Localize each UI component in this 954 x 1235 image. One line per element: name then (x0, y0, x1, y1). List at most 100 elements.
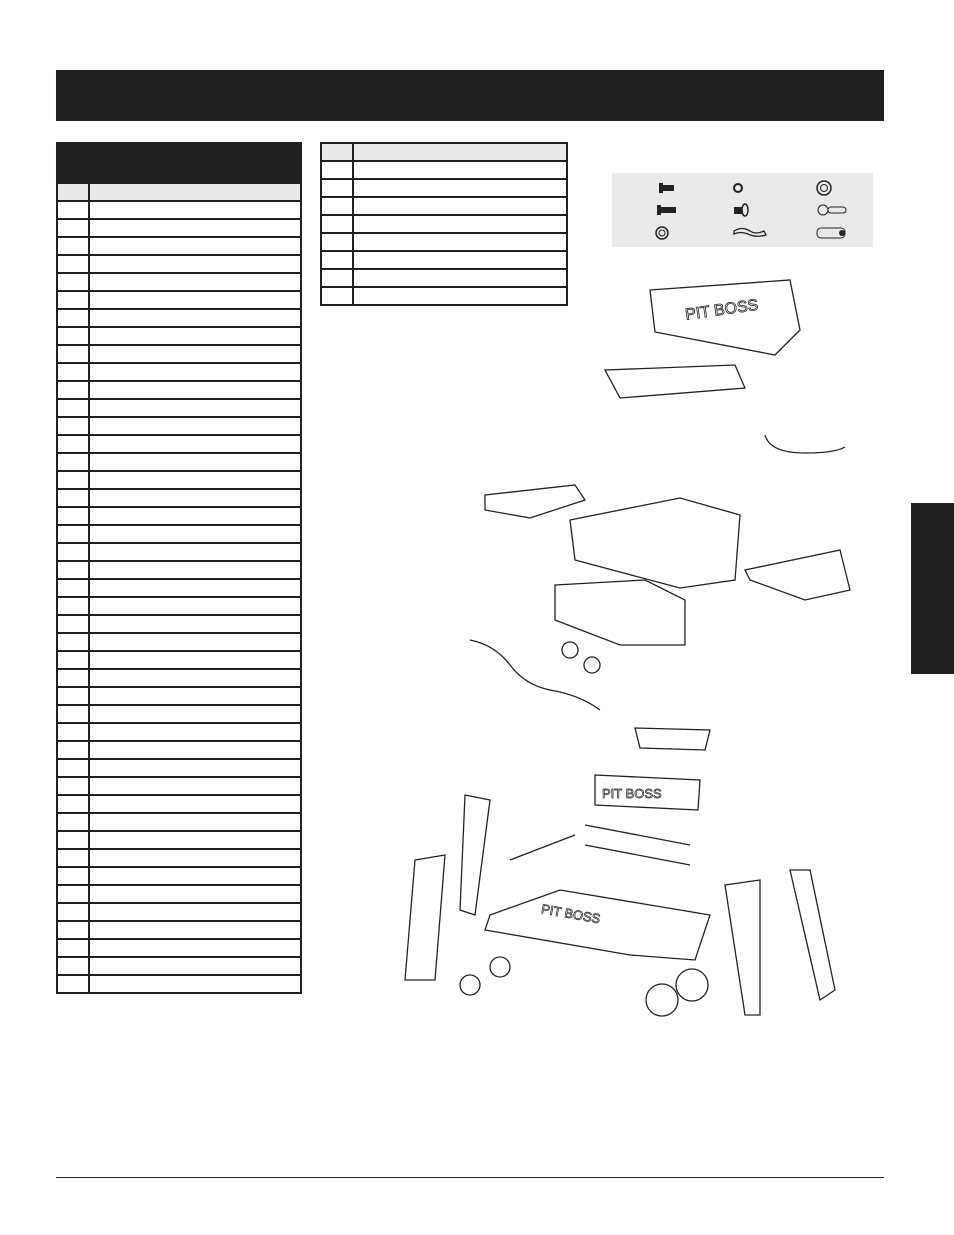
part-number-cell (56, 668, 90, 688)
table-row (56, 974, 302, 994)
table-row (56, 416, 302, 436)
part-number-cell (56, 920, 90, 940)
table-row (56, 308, 302, 328)
bolt-icon (734, 203, 749, 217)
page-banner (56, 70, 884, 121)
part-description-cell (88, 668, 302, 688)
part-number-cell (56, 272, 90, 292)
washer-small-icon (655, 226, 669, 240)
part-description-cell (88, 974, 302, 994)
part-number-cell (56, 758, 90, 778)
part-description-cell (88, 848, 302, 868)
part-description-cell (88, 704, 302, 724)
table-row (56, 488, 302, 508)
table-row (56, 218, 302, 238)
clip-icon (733, 227, 767, 237)
table-row (56, 578, 302, 598)
part-description-cell (88, 542, 302, 562)
part-description-cell (88, 434, 302, 454)
screw-short-icon (659, 183, 674, 193)
part-number-cell (56, 686, 90, 706)
part-description-cell (88, 362, 302, 382)
table-row (56, 200, 302, 220)
svg-text:PIT BOSS: PIT BOSS (602, 786, 662, 801)
part-description-cell (88, 236, 302, 256)
part-description-cell (88, 290, 302, 310)
part-description-cell (352, 160, 568, 180)
table-row (56, 542, 302, 562)
wheels (645, 968, 709, 1017)
table-row (56, 812, 302, 832)
part-number-cell (56, 236, 90, 256)
part-number-cell (56, 434, 90, 454)
burner-knobs (561, 641, 601, 674)
hardware-panel (612, 173, 873, 247)
part-number-cell (56, 812, 90, 832)
table-row (56, 830, 302, 850)
part-number-cell (56, 650, 90, 670)
part-number-cell (320, 196, 354, 216)
part-description-cell (88, 920, 302, 940)
table-row (320, 268, 568, 288)
part-description-cell (88, 272, 302, 292)
part-number-cell (56, 200, 90, 220)
part-number-cell (56, 740, 90, 760)
table-row (56, 272, 302, 292)
part-description-cell (88, 884, 302, 904)
part-description-cell (88, 308, 302, 328)
table-row (56, 632, 302, 652)
part-number-cell (56, 524, 90, 544)
control-panel (554, 579, 686, 646)
pin-icon (817, 204, 847, 216)
table-row (56, 704, 302, 724)
washer-large-icon (816, 180, 832, 196)
table-row (56, 866, 302, 886)
table-row (56, 506, 302, 526)
part-description-cell (88, 506, 302, 526)
part-number-cell (56, 470, 90, 490)
part-number-cell (56, 452, 90, 472)
part-number-cell (56, 866, 90, 886)
part-number-cell (56, 506, 90, 526)
part-description-cell (352, 286, 568, 306)
part-number-cell (56, 704, 90, 724)
parts-list-table (56, 142, 302, 994)
part-number-cell (320, 268, 354, 288)
crossbars (509, 824, 691, 866)
part-number-cell (56, 848, 90, 868)
part-description-cell (88, 956, 302, 976)
table-row (320, 196, 568, 216)
part-number-cell (56, 614, 90, 634)
part-description-cell (88, 740, 302, 760)
exploded-parts-diagram: PIT BOSS PIT BOSS PIT BOSS (404, 279, 851, 1017)
part-number-cell (56, 218, 90, 238)
svg-text:PIT BOSS: PIT BOSS (540, 901, 602, 926)
svg-text:PIT BOSS: PIT BOSS (684, 297, 759, 324)
part-description-cell (88, 902, 302, 922)
table-row (56, 254, 302, 274)
part-description-cell (352, 250, 568, 270)
part-number-cell (56, 830, 90, 850)
part-number-cell (56, 722, 90, 742)
part-description-cell (88, 794, 302, 814)
part-description-cell (88, 416, 302, 436)
table-row (56, 956, 302, 976)
part-description-cell (88, 596, 302, 616)
table-row (56, 884, 302, 904)
sleeve-icon (816, 227, 846, 239)
table-row (56, 794, 302, 814)
part-number-cell (56, 254, 90, 274)
table-row (56, 686, 302, 706)
part-number-cell (56, 632, 90, 652)
part-description-cell (88, 200, 302, 220)
handle (764, 434, 846, 454)
nut-icon (733, 183, 743, 193)
table-row (56, 848, 302, 868)
part-number-cell (56, 308, 90, 328)
part-number-cell (56, 416, 90, 436)
table-row (320, 178, 568, 198)
casters (459, 956, 511, 996)
part-number-cell (320, 178, 354, 198)
parts-list-table-continued (320, 142, 568, 306)
table-row (320, 160, 568, 180)
